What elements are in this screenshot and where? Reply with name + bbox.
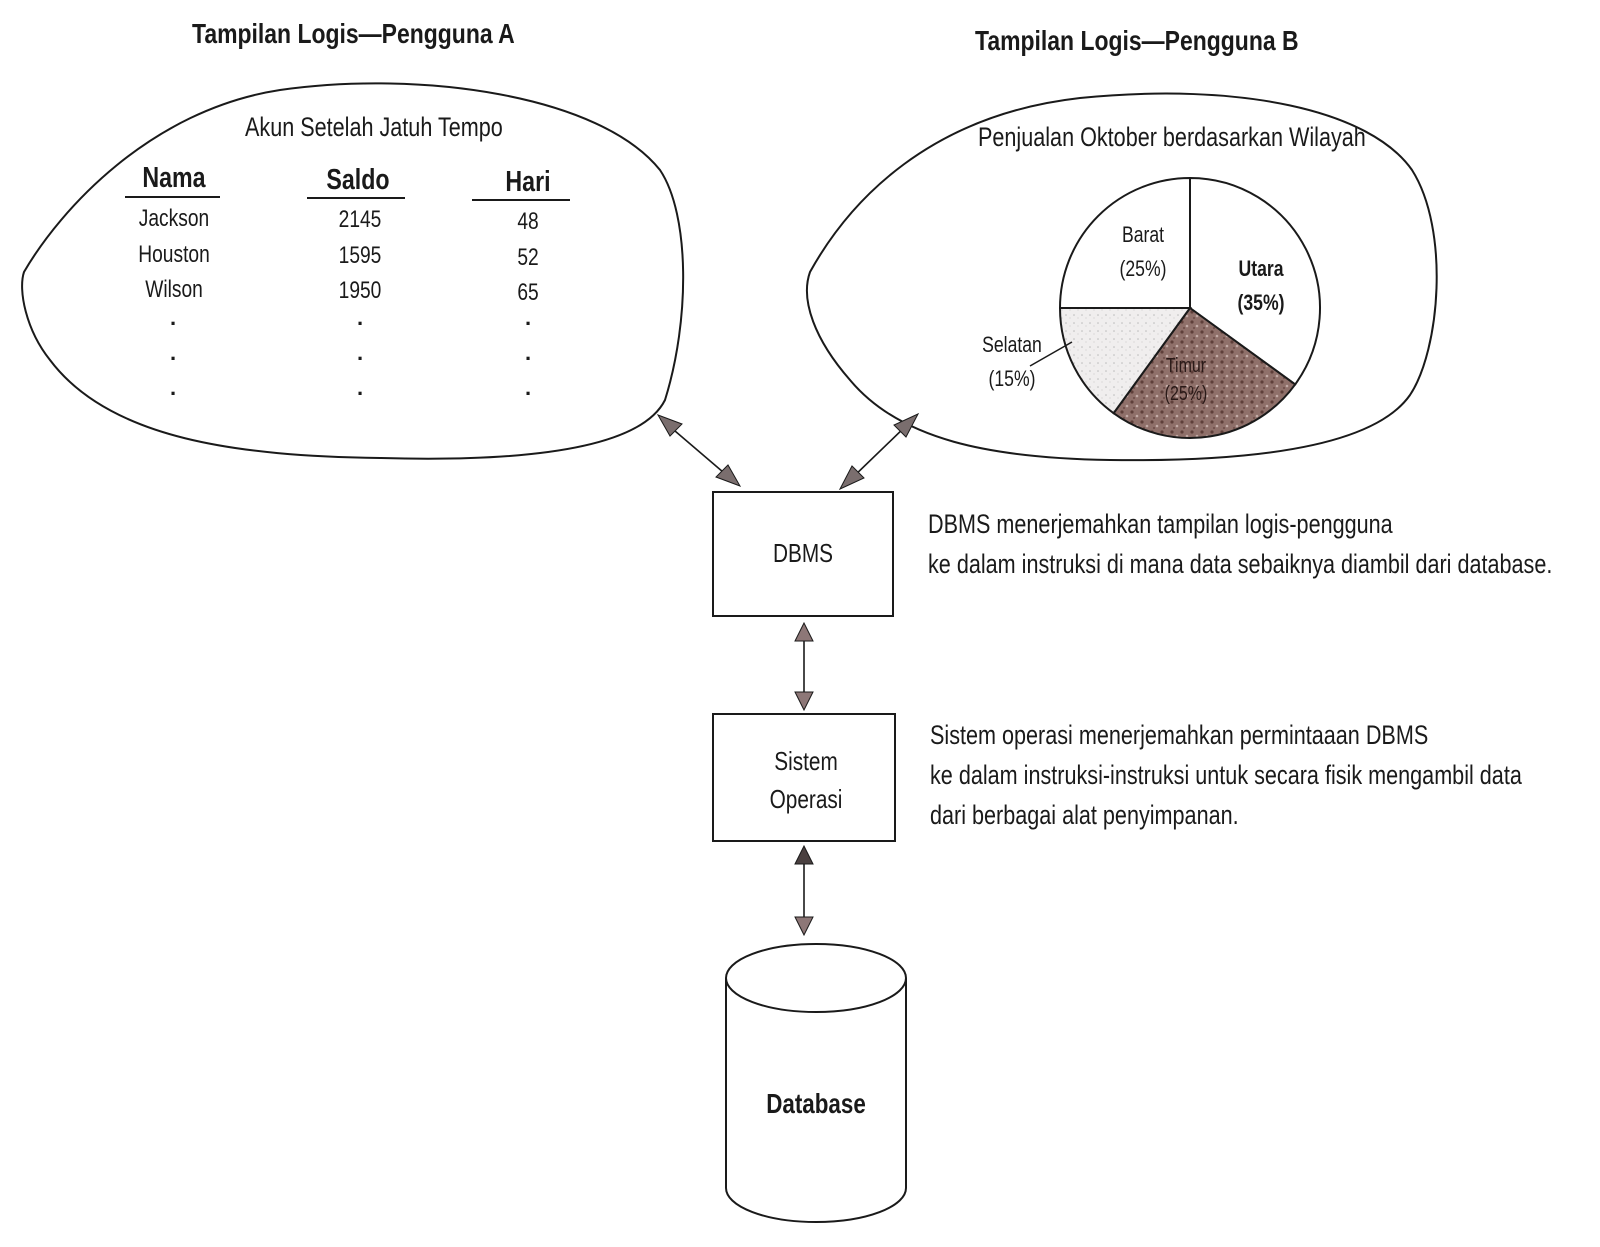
pie-label-timur: Timur (25%) bbox=[1165, 352, 1208, 408]
database-label: Database bbox=[766, 1088, 866, 1119]
pie-label-barat-name: Barat bbox=[1121, 222, 1165, 247]
ellipsis-dot: . bbox=[525, 375, 532, 400]
os-note: Sistem operasi menerjemahkan permintaaan… bbox=[930, 715, 1522, 835]
table-cell-saldo-1: 2145 bbox=[338, 206, 382, 233]
selatan-leader-line bbox=[1029, 341, 1073, 367]
pie-label-utara-name: Utara bbox=[1238, 256, 1284, 281]
arrow-dbms-os bbox=[794, 621, 814, 712]
table-cell-nama-1: Jackson bbox=[138, 205, 210, 232]
ellipsis-dot: . bbox=[357, 305, 364, 330]
pie-label-barat: Barat (25%) bbox=[1120, 218, 1167, 286]
dbms-note: DBMS menerjemahkan tampilan logis-penggu… bbox=[928, 504, 1552, 584]
pie-label-timur-pct: (25%) bbox=[1164, 383, 1208, 405]
dbms-note-line2: ke dalam instruksi di mana data sebaikny… bbox=[928, 549, 1553, 579]
ellipsis-dot: . bbox=[525, 305, 532, 330]
ellipsis-dot: . bbox=[525, 340, 532, 365]
pie-label-selatan: Selatan (15%) bbox=[982, 328, 1042, 396]
arrow-view-b-dbms bbox=[838, 412, 920, 491]
pie-chart bbox=[1058, 176, 1321, 439]
col-header-hari: Hari bbox=[505, 166, 551, 198]
ellipsis-dot: . bbox=[357, 375, 364, 400]
pie-slice-selatan bbox=[1058, 307, 1192, 415]
arrow-view-a-dbms bbox=[656, 414, 742, 487]
os-label: Sistem Operasi bbox=[770, 742, 843, 818]
os-note-line2: ke dalam instruksi-instruksi untuk secar… bbox=[930, 760, 1522, 790]
table-cell-saldo-3: 1950 bbox=[338, 277, 382, 304]
view-a-caption: Akun Setelah Jatuh Tempo bbox=[245, 112, 503, 142]
arrow-os-database bbox=[794, 844, 814, 937]
view-a-heading: Tampilan Logis—Pengguna A bbox=[192, 18, 515, 49]
dbms-note-line1: DBMS menerjemahkan tampilan logis-penggu… bbox=[928, 509, 1393, 539]
database-cylinder bbox=[725, 943, 907, 1223]
pie-label-barat-pct: (25%) bbox=[1119, 256, 1167, 281]
ellipsis-dot: . bbox=[170, 375, 177, 400]
pie-label-timur-name: Timur bbox=[1165, 355, 1207, 377]
pie-label-utara-pct: (35%) bbox=[1237, 290, 1285, 315]
ellipsis-dot: . bbox=[170, 340, 177, 365]
pie-slice-timur bbox=[1112, 306, 1297, 439]
os-label-line1: Sistem bbox=[774, 746, 838, 776]
pie-slice-utara bbox=[1189, 176, 1321, 386]
col-header-saldo: Saldo bbox=[326, 164, 390, 196]
dbms-label: DBMS bbox=[772, 538, 834, 568]
table-cell-hari-2: 52 bbox=[517, 244, 539, 271]
view-b-caption: Penjualan Oktober berdasarkan Wilayah bbox=[978, 122, 1366, 152]
dbms-box bbox=[712, 491, 894, 617]
ellipsis-dot: . bbox=[170, 305, 177, 330]
pie-label-utara: Utara (35%) bbox=[1238, 252, 1285, 320]
table-cell-nama-3: Wilson bbox=[145, 276, 203, 303]
view-b-heading: Tampilan Logis—Pengguna B bbox=[975, 25, 1299, 56]
ellipsis-dot: . bbox=[357, 340, 364, 365]
pie-label-selatan-name: Selatan bbox=[982, 332, 1042, 357]
table-cell-nama-2: Houston bbox=[138, 241, 210, 268]
table-cell-hari-3: 65 bbox=[517, 279, 539, 306]
os-note-line3: dari berbagai alat penyimpanan. bbox=[930, 800, 1239, 830]
os-box bbox=[712, 713, 896, 842]
table-cell-saldo-2: 1595 bbox=[338, 242, 382, 269]
pie-label-selatan-pct: (15%) bbox=[988, 366, 1036, 391]
view-a-bubble bbox=[21, 82, 685, 460]
os-label-line2: Operasi bbox=[769, 784, 843, 814]
view-b-bubble bbox=[806, 92, 1438, 462]
os-note-line1: Sistem operasi menerjemahkan permintaaan… bbox=[930, 720, 1429, 750]
col-header-nama: Nama bbox=[142, 162, 206, 194]
table-cell-hari-1: 48 bbox=[517, 208, 539, 235]
pie-slice-barat bbox=[1058, 176, 1191, 309]
